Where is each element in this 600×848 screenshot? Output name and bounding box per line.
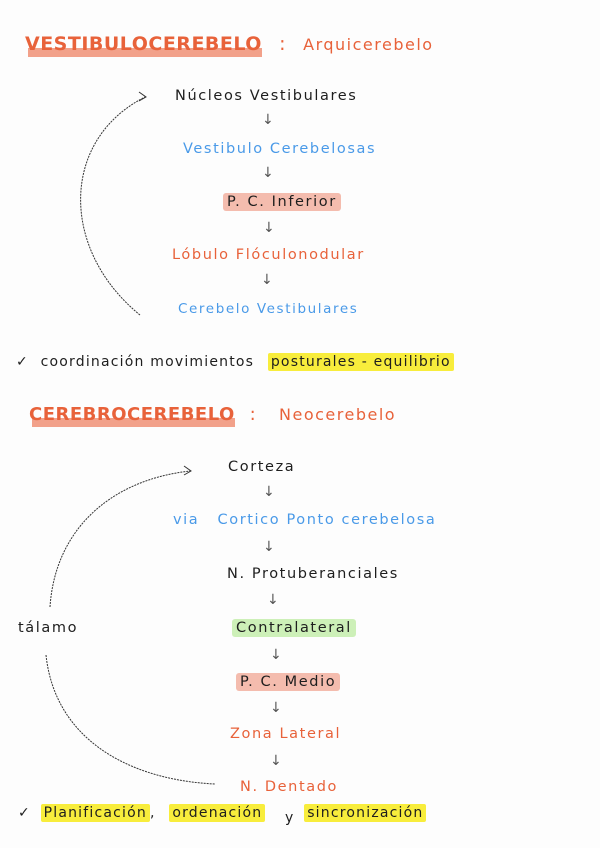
section1-subtitle: Arquicerebelo [303,35,434,54]
note2-item3: sincronización [304,804,427,822]
flow2-node-1-label: Cortico Ponto cerebelosa [217,512,437,528]
down-arrow-icon: ↓ [261,272,273,288]
flow2-node-2: N. Protuberanciales [227,566,399,582]
section2-subtitle: Neocerebelo [279,405,397,424]
note2-item1: Planificación [40,804,150,822]
thalamus-label: tálamo [18,620,79,636]
checkmark-icon: ✓ [18,805,31,821]
section1-header: VESTIBULOCEREBELO : Arquicerebelo [25,33,434,57]
down-arrow-icon: ↓ [262,112,274,128]
via-prefix: via [173,512,200,528]
flow1-node-4: Cerebelo Vestibulares [178,301,359,317]
note2-comma: , [150,805,156,821]
down-arrow-icon: ↓ [270,647,282,663]
flow2-node-5: Zona Lateral [230,726,342,742]
section2-separator: : [249,404,257,425]
flow1-node-0: Núcleos Vestibulares [175,88,358,104]
feedback-arc-1 [80,96,146,316]
section1-note: ✓ coordinación movimientos posturales - … [16,353,454,371]
flow2-node-6: N. Dentado [240,779,338,795]
note1-text: coordinación movimientos [40,354,255,370]
flow1-node-3: Lóbulo Flóculonodular [172,247,365,263]
section2-title: CEREBROCEREBELO [29,404,235,427]
flow2-node-4: P. C. Medio [236,673,341,691]
flow2-node-1: via Cortico Ponto cerebelosa [173,512,436,528]
checkmark-icon: ✓ [16,354,29,370]
down-arrow-icon: ↓ [263,539,275,555]
note2-conj: y [285,810,295,826]
section2-header: CEREBROCEREBELO : Neocerebelo [29,404,397,427]
section2-note: ✓ Planificación, ordenación y sincroniza… [18,804,427,826]
down-arrow-icon: ↓ [263,220,275,236]
down-arrow-icon: ↓ [270,753,282,769]
down-arrow-icon: ↓ [267,592,279,608]
down-arrow-icon: ↓ [263,484,275,500]
note2-item2: ordenación [169,804,266,822]
down-arrow-icon: ↓ [262,165,274,181]
flow2-node-0: Corteza [228,459,296,475]
section1-separator: : [279,33,286,55]
feedback-arc-2-top [49,470,191,608]
flow1-node-1: Vestibulo Cerebelosas [183,141,377,157]
flow2-node-3: Contralateral [232,619,356,637]
note1-highlight: posturales - equilibrio [267,353,454,371]
feedback-arc-2-bottom [45,654,216,785]
down-arrow-icon: ↓ [270,700,282,716]
section1-title: VESTIBULOCEREBELO [25,33,262,57]
flow1-node-2: P. C. Inferior [223,193,341,211]
